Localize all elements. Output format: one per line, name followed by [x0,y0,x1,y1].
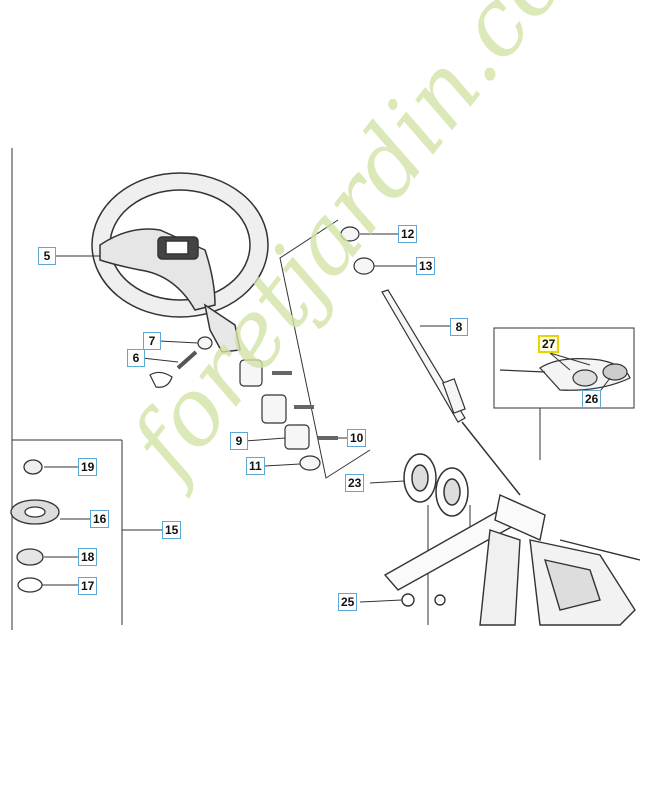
callout-25[interactable]: 25 [338,593,358,611]
callout-label: 17 [81,579,95,593]
column-frame [279,219,371,479]
callout-label: 15 [165,523,179,537]
part-18 [16,548,44,566]
part-6 [176,350,198,370]
callout-6[interactable]: 6 [127,349,145,367]
callout-label: 12 [401,227,415,241]
callout-23[interactable]: 23 [345,474,365,492]
kit-box-15 [11,439,122,630]
part-9 [284,424,310,450]
callout-18[interactable]: 18 [78,548,98,566]
callout-7[interactable]: 7 [143,332,161,350]
callout-label: 25 [341,595,355,609]
callout-8[interactable]: 8 [450,318,468,336]
part-23 [403,453,469,517]
callout-11[interactable]: 11 [246,457,265,475]
callout-27-highlighted[interactable]: 27 [538,335,560,353]
callout-9[interactable]: 9 [230,432,248,450]
callout-label: 8 [455,320,463,334]
callout-16[interactable]: 16 [90,510,110,528]
callout-13[interactable]: 13 [416,257,436,275]
part-17 [17,577,43,593]
leader-lines [42,233,611,603]
callout-19[interactable]: 19 [78,458,98,476]
callout-15[interactable]: 15 [162,521,182,539]
steering-wheel [91,172,269,353]
detail-box [493,327,635,409]
part-11 [299,455,321,471]
part-sleeve [239,359,263,387]
chassis [383,494,641,626]
part-key [149,371,173,388]
part-12 [340,226,360,242]
callout-label: 26 [585,392,599,406]
callout-26[interactable]: 26 [582,390,602,408]
callout-label: 13 [419,259,433,273]
callout-label: 16 [93,512,107,526]
callout-label: 27 [542,337,556,351]
callout-label: 7 [148,334,156,348]
callout-label: 11 [249,459,262,473]
callout-label: 19 [81,460,95,474]
callout-12[interactable]: 12 [398,225,418,243]
callout-label: 9 [235,434,243,448]
callout-label: 23 [348,476,362,490]
callout-label: 18 [81,550,95,564]
callout-label: 6 [132,351,140,365]
callout-5[interactable]: 5 [38,247,56,265]
callout-17[interactable]: 17 [78,577,98,595]
part-8-shaft [381,289,466,423]
callout-label: 10 [350,431,364,445]
part-19 [23,459,43,475]
detail-drawing [499,358,631,391]
callout-label: 5 [43,249,51,263]
callout-10[interactable]: 10 [347,429,367,447]
